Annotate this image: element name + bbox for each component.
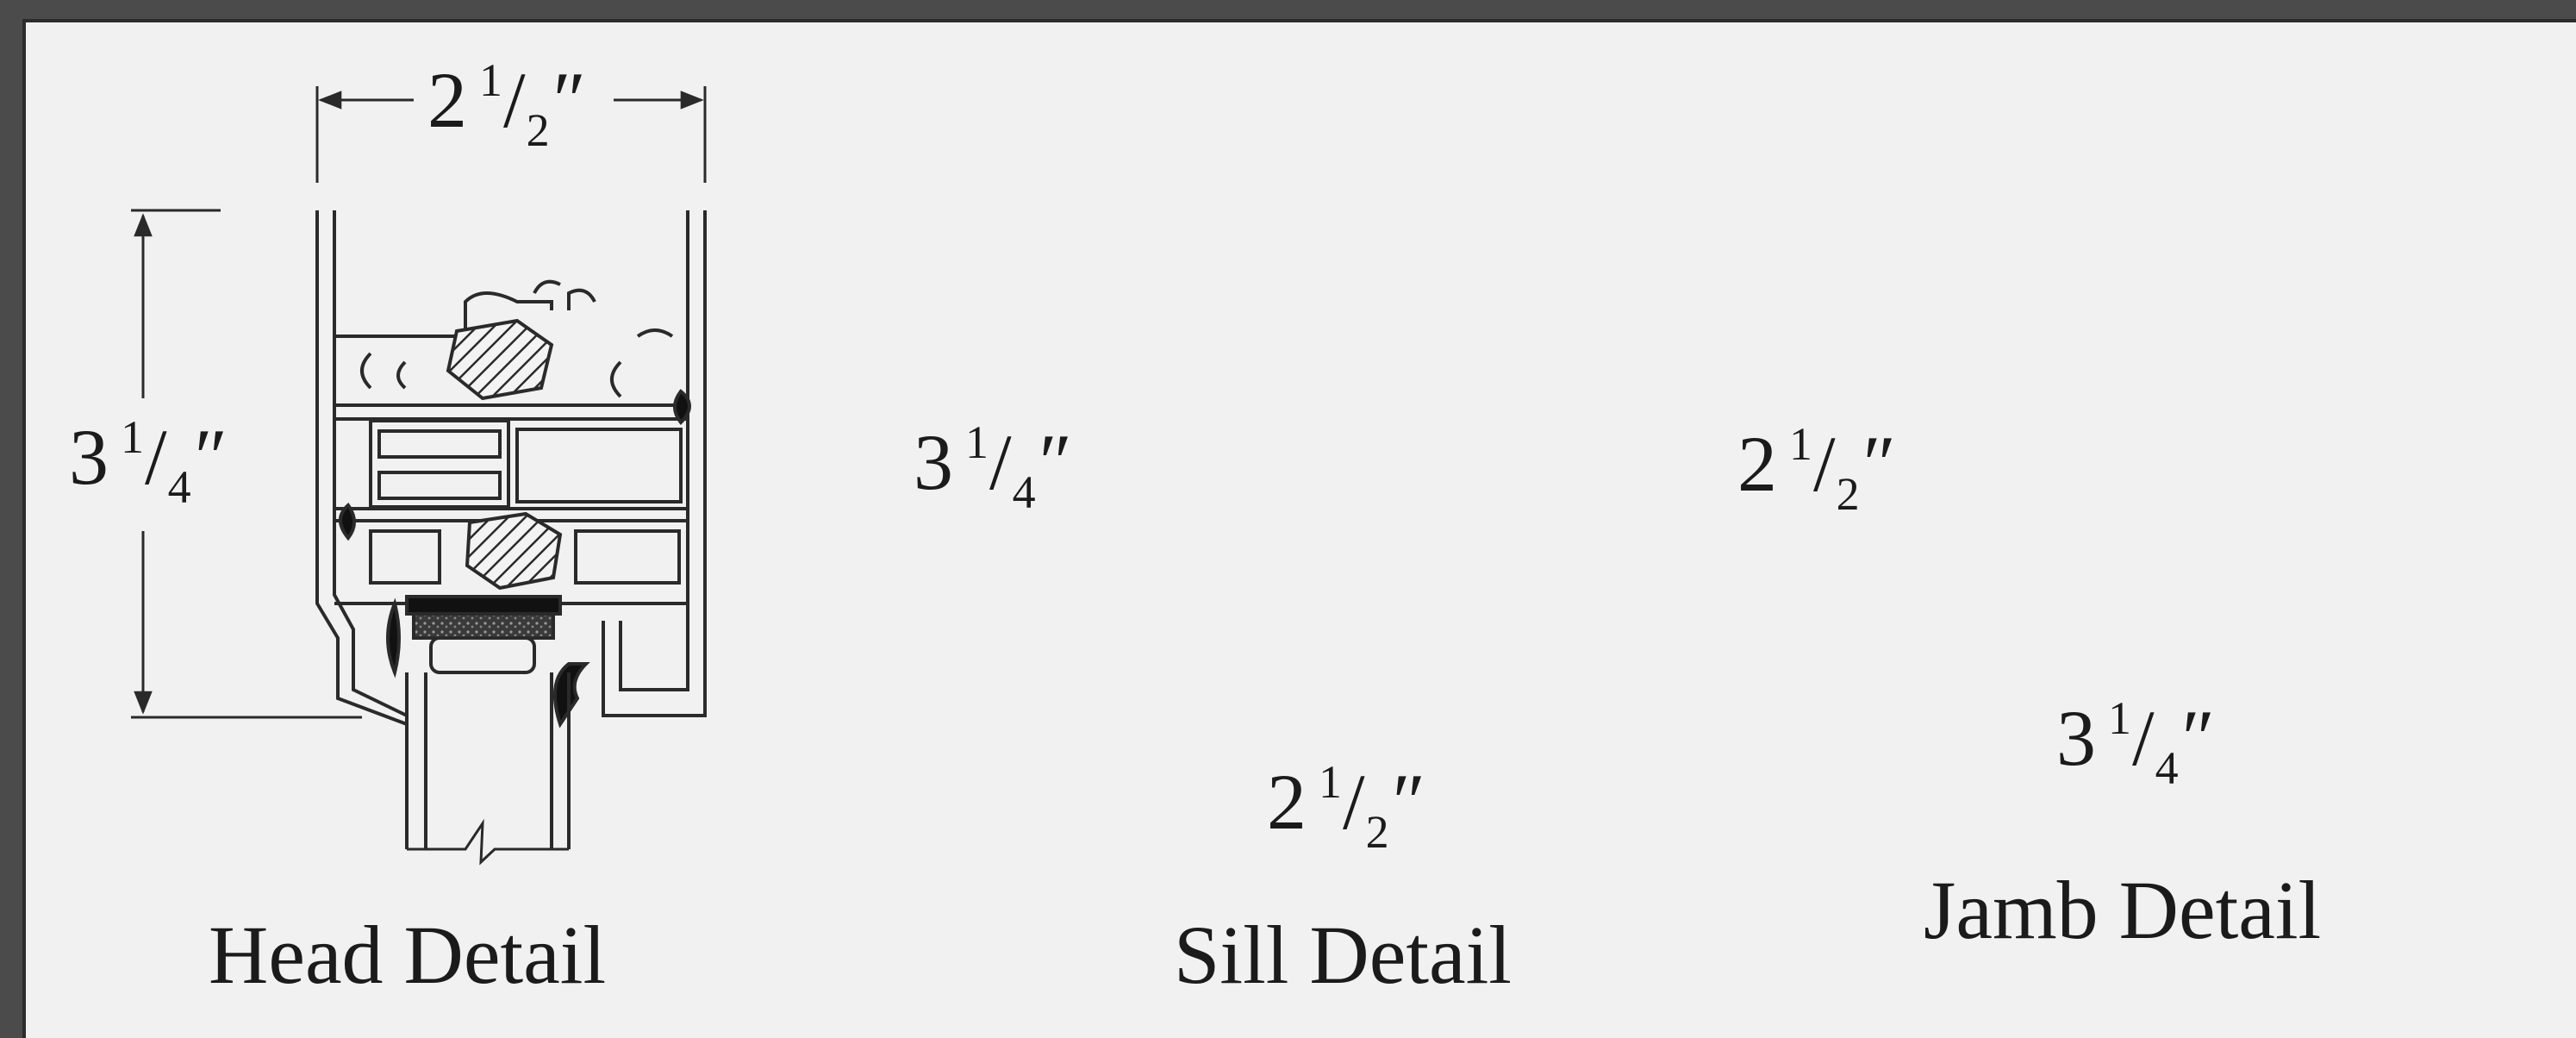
head-height-dimension: 3 1 / 4 ″	[69, 411, 228, 513]
jamb-width-dimension: 3 1 / 4 ″	[2056, 692, 2215, 794]
jamb-detail-caption: Jamb Detail	[1924, 864, 2322, 956]
jamb-height-dimension: 2 1 / 2 ″	[1737, 418, 1896, 520]
head-detail-drawing	[131, 86, 707, 866]
frame-inner-edge	[22, 19, 2576, 1038]
sill-detail-caption: Sill Detail	[1174, 909, 1512, 1001]
head-detail-caption: Head Detail	[209, 909, 607, 1001]
sill-height-dimension: 3 1 / 4 ″	[914, 416, 1072, 518]
sill-width-dimension: 2 1 / 2 ″	[1267, 756, 1425, 858]
head-width-dimension: 2 1 / 2 ″	[427, 54, 586, 156]
